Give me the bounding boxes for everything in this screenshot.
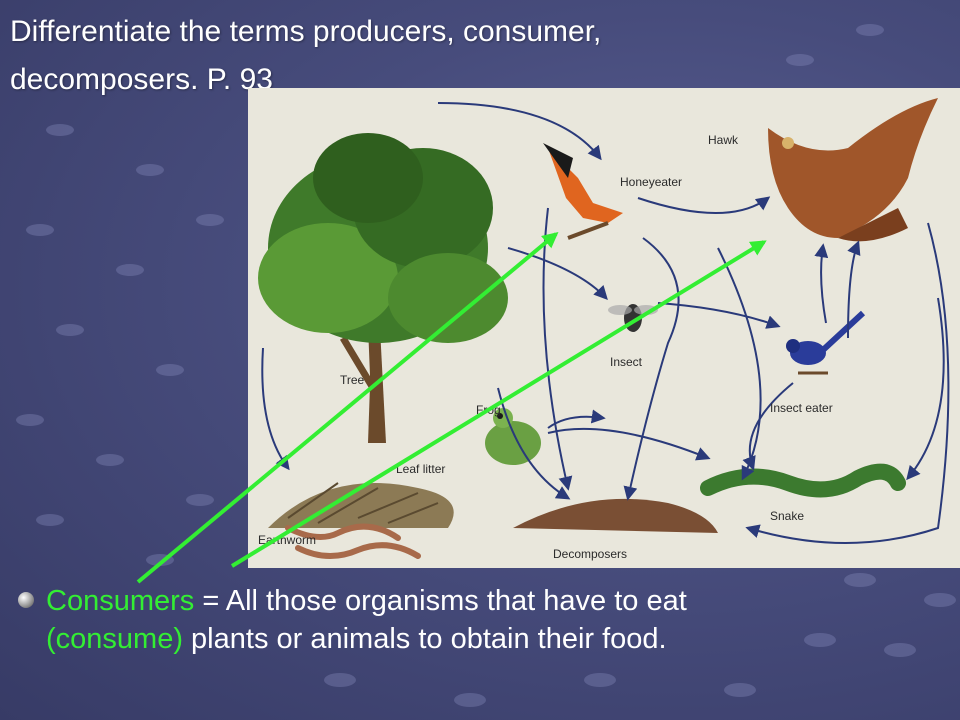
honeyeater-illustration <box>543 143 623 240</box>
hawk-illustration <box>768 98 938 242</box>
insect-illustration <box>608 304 658 332</box>
label-hawk: Hawk <box>708 133 739 147</box>
food-web-diagram: Hawk Honeyeater Insect Insect eater Tree… <box>248 88 960 568</box>
tree-illustration <box>258 133 508 443</box>
label-frog: Frog <box>476 403 501 417</box>
consumers-definition: Consumers = All those organisms that hav… <box>18 582 798 658</box>
label-earthworm: Earthworm <box>258 533 316 547</box>
label-leaf-litter: Leaf litter <box>396 462 445 476</box>
label-honeyeater: Honeyeater <box>620 175 682 189</box>
snake-illustration <box>700 463 906 498</box>
leaf-litter-illustration <box>268 482 454 528</box>
label-decomposers: Decomposers <box>553 547 627 561</box>
bullet-icon <box>18 592 34 608</box>
label-insect: Insect <box>610 355 643 369</box>
label-insect-eater: Insect eater <box>770 401 833 415</box>
definition-part1: = All those organisms that have to eat <box>194 585 687 617</box>
term-consumers: Consumers <box>46 585 195 617</box>
insect-eater-illustration <box>786 310 866 375</box>
food-web-illustration: Hawk Honeyeater Insect Insect eater Tree… <box>258 98 950 561</box>
slide-title: Differentiate the terms producers, consu… <box>10 15 602 96</box>
term-consume: (consume) <box>46 623 183 655</box>
decomposers-illustration <box>513 498 718 533</box>
definition-part2: plants or animals to obtain their food. <box>183 623 667 655</box>
label-tree: Tree <box>340 373 365 387</box>
definition-text: Consumers = All those organisms that hav… <box>46 582 798 658</box>
label-snake: Snake <box>770 509 804 523</box>
